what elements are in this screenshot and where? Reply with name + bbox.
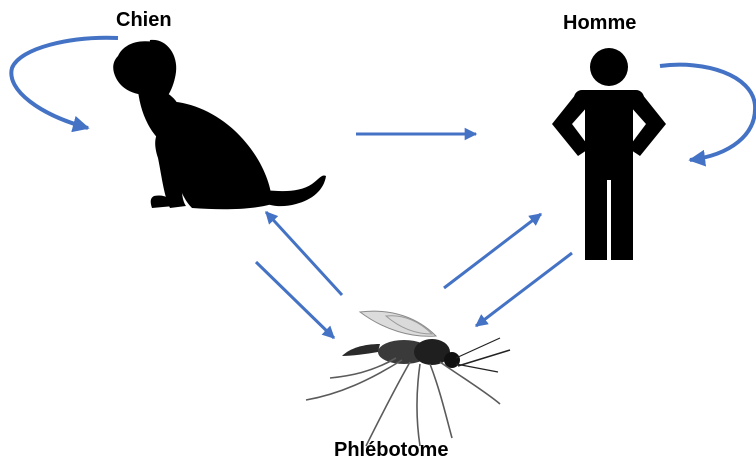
dog-self-loop-arrow [11, 38, 118, 128]
human-self-loop-arrow [660, 65, 755, 160]
human-silhouette-icon [552, 48, 666, 260]
sandfly-label: Phlébotome [334, 439, 448, 462]
sandfly-to-human-arrow [444, 214, 541, 288]
sandfly-photo-icon [306, 311, 510, 446]
dog-label: Chien [116, 9, 172, 32]
human-label: Homme [563, 12, 636, 35]
human-to-sandfly-arrow [476, 253, 572, 326]
dog-silhouette-icon [113, 40, 326, 209]
